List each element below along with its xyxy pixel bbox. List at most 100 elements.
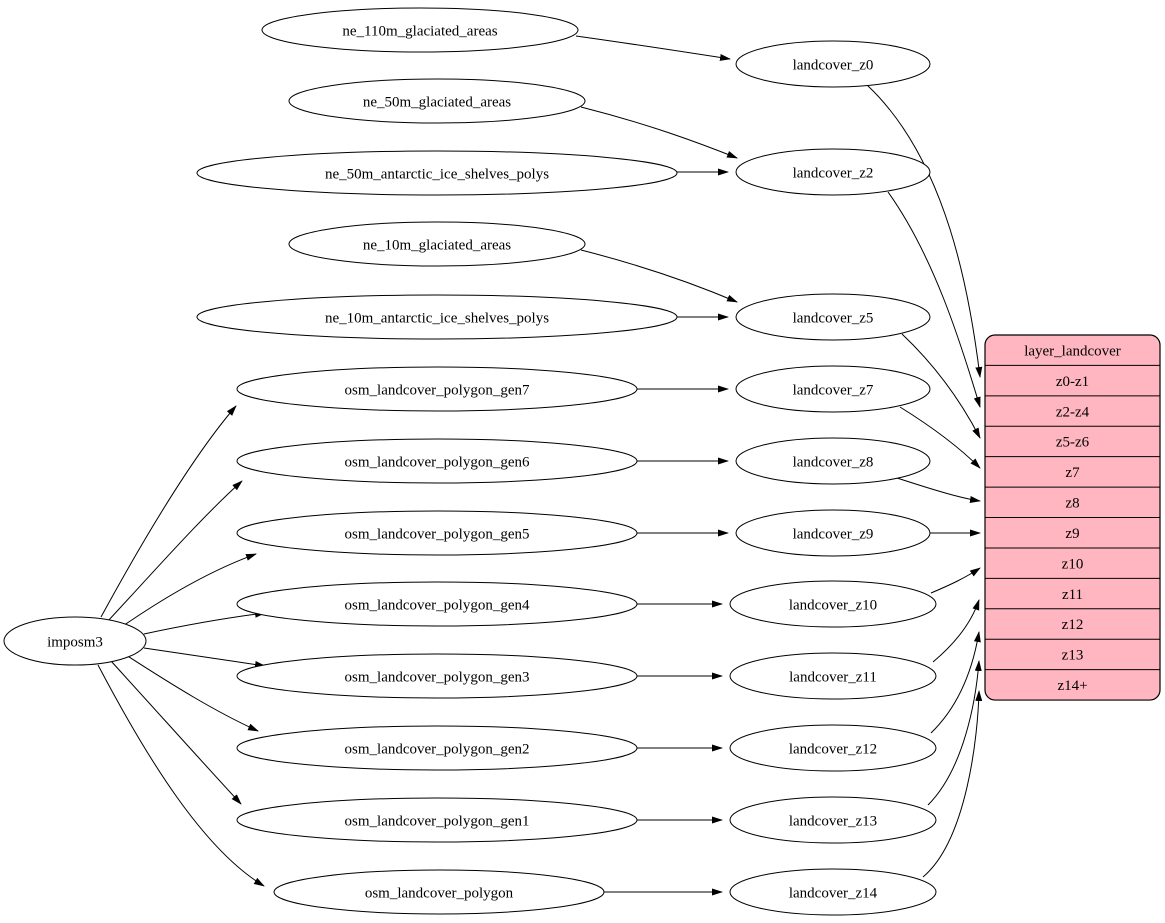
edge-landcover_z12-to-row-z12 — [930, 631, 981, 734]
node-osm_landcover_polygon_gen5: osm_landcover_polygon_gen5 — [236, 510, 638, 556]
node-ellipse-ne_50m_glaciated_areas — [288, 78, 586, 124]
node-ellipse-osm_landcover_polygon_gen6 — [236, 438, 638, 484]
node-label-landcover_z13: landcover_z13 — [789, 813, 877, 829]
node-label-osm_landcover_polygon_gen6: osm_landcover_polygon_gen6 — [345, 454, 530, 470]
node-landcover_z9: landcover_z9 — [735, 509, 931, 557]
table-row-z7: z7 — [1065, 465, 1080, 481]
table-row-z0-z1: z0-z1 — [1056, 374, 1089, 390]
edge-imposm3-to-osm_landcover_polygon_gen7 — [100, 405, 237, 618]
node-osm_landcover_polygon_gen4: osm_landcover_polygon_gen4 — [236, 581, 638, 627]
table-row-z5-z6: z5-z6 — [1056, 435, 1090, 451]
node-label-landcover_z7: landcover_z7 — [793, 382, 874, 398]
edge-imposm3-to-osm_landcover_polygon — [97, 664, 265, 887]
table-row-z14+: z14+ — [1057, 678, 1087, 694]
edge-imposm3-to-osm_landcover_polygon_gen6 — [107, 480, 243, 622]
node-ellipse-landcover_z10 — [729, 580, 937, 628]
node-label-osm_landcover_polygon_gen5: osm_landcover_polygon_gen5 — [345, 526, 530, 542]
node-ellipse-osm_landcover_polygon_gen1 — [236, 797, 638, 843]
node-landcover_z10: landcover_z10 — [729, 580, 937, 628]
node-ellipse-landcover_z0 — [735, 40, 931, 88]
table-row-z11: z11 — [1062, 587, 1083, 603]
node-ellipse-ne_50m_antarctic_ice_shelves_polys — [196, 150, 678, 196]
node-label-ne_50m_glaciated_areas: ne_50m_glaciated_areas — [363, 94, 511, 110]
table-row-z2-z4: z2-z4 — [1056, 404, 1090, 420]
node-ellipse-landcover_z12 — [729, 724, 937, 772]
edge-landcover_z11-to-row-z11 — [932, 599, 980, 663]
node-label-landcover_z0: landcover_z0 — [793, 57, 874, 73]
edge-imposm3-to-osm_landcover_polygon_gen5 — [119, 553, 257, 629]
node-label-landcover_z9: landcover_z9 — [793, 526, 874, 542]
node-label-osm_landcover_polygon_gen1: osm_landcover_polygon_gen1 — [345, 813, 530, 829]
node-osm_landcover_polygon_gen1: osm_landcover_polygon_gen1 — [236, 797, 638, 843]
edge-landcover_z0-to-row-z0-z1 — [866, 84, 983, 378]
edge-ne_50m_glaciated_areas-to-landcover_z2 — [580, 106, 738, 159]
node-label-osm_landcover_polygon_gen3: osm_landcover_polygon_gen3 — [345, 669, 530, 685]
node-landcover_z7: landcover_z7 — [735, 365, 931, 413]
node-ellipse-osm_landcover_polygon_gen3 — [236, 653, 638, 699]
node-label-landcover_z10: landcover_z10 — [789, 597, 877, 613]
node-landcover_z12: landcover_z12 — [729, 724, 937, 772]
node-osm_landcover_polygon_gen6: osm_landcover_polygon_gen6 — [236, 438, 638, 484]
edge-landcover_z13-to-row-z13 — [927, 660, 982, 806]
node-label-osm_landcover_polygon: osm_landcover_polygon — [365, 885, 514, 901]
landcover-layer-table: layer_landcoverz0-z1z2-z4z5-z6z7z8z9z10z… — [984, 334, 1161, 701]
node-ne_10m_glaciated_areas: ne_10m_glaciated_areas — [288, 221, 586, 267]
edge-landcover_z5-to-row-z5-z6 — [901, 333, 981, 439]
node-ellipse-landcover_z5 — [735, 293, 931, 341]
node-ellipse-osm_landcover_polygon — [273, 869, 605, 915]
node-label-osm_landcover_polygon_gen2: osm_landcover_polygon_gen2 — [345, 741, 530, 757]
node-ellipse-landcover_z2 — [735, 148, 931, 196]
edge-imposm3-to-osm_landcover_polygon_gen3 — [143, 647, 266, 668]
node-label-ne_50m_antarctic_ice_shelves_polys: ne_50m_antarctic_ice_shelves_polys — [325, 166, 549, 182]
node-ellipse-osm_landcover_polygon_gen5 — [236, 510, 638, 556]
edge-landcover_z14-to-row-z14+ — [922, 690, 983, 878]
node-ne_50m_glaciated_areas: ne_50m_glaciated_areas — [288, 78, 586, 124]
edge-ne_10m_glaciated_areas-to-landcover_z5 — [580, 249, 738, 303]
node-osm_landcover_polygon: osm_landcover_polygon — [273, 869, 605, 915]
table-row-z13: z13 — [1062, 648, 1084, 664]
node-landcover_z8: landcover_z8 — [735, 437, 931, 485]
node-ellipse-ne_110m_glaciated_areas — [261, 7, 579, 53]
node-ellipse-landcover_z11 — [729, 652, 937, 700]
diagram-edges — [97, 35, 983, 896]
table-row-z9: z9 — [1065, 526, 1079, 542]
node-label-landcover_z11: landcover_z11 — [789, 669, 877, 685]
edge-landcover_z10-to-row-z10 — [930, 567, 981, 594]
node-ne_50m_antarctic_ice_shelves_polys: ne_50m_antarctic_ice_shelves_polys — [196, 150, 678, 196]
node-osm_landcover_polygon_gen2: osm_landcover_polygon_gen2 — [236, 725, 638, 771]
node-ellipse-ne_10m_glaciated_areas — [288, 221, 586, 267]
table-title: layer_landcover — [1024, 343, 1121, 359]
node-ellipse-landcover_z7 — [735, 365, 931, 413]
node-ne_10m_antarctic_ice_shelves_polys: ne_10m_antarctic_ice_shelves_polys — [196, 294, 678, 340]
edge-landcover_z2-to-row-z2-z4 — [887, 191, 981, 408]
node-osm_landcover_polygon_gen3: osm_landcover_polygon_gen3 — [236, 653, 638, 699]
edge-imposm3-to-osm_landcover_polygon_gen1 — [110, 660, 242, 805]
node-label-imposm3: imposm3 — [47, 634, 103, 650]
node-ellipse-landcover_z8 — [735, 437, 931, 485]
node-label-ne_10m_antarctic_ice_shelves_polys: ne_10m_antarctic_ice_shelves_polys — [325, 310, 549, 326]
node-landcover_z14: landcover_z14 — [729, 868, 937, 916]
edge-imposm3-to-osm_landcover_polygon_gen4 — [143, 610, 266, 635]
node-landcover_z2: landcover_z2 — [735, 148, 931, 196]
node-label-osm_landcover_polygon_gen7: osm_landcover_polygon_gen7 — [345, 382, 530, 398]
node-label-landcover_z12: landcover_z12 — [789, 741, 877, 757]
node-ellipse-landcover_z14 — [729, 868, 937, 916]
node-label-osm_landcover_polygon_gen4: osm_landcover_polygon_gen4 — [345, 597, 530, 613]
node-label-landcover_z2: landcover_z2 — [793, 165, 874, 181]
node-imposm3: imposm3 — [3, 616, 147, 666]
table-row-z8: z8 — [1065, 496, 1079, 512]
node-ellipse-landcover_z9 — [735, 509, 931, 557]
node-landcover_z11: landcover_z11 — [729, 652, 937, 700]
node-label-ne_110m_glaciated_areas: ne_110m_glaciated_areas — [342, 23, 497, 39]
edge-imposm3-to-osm_landcover_polygon_gen2 — [125, 654, 259, 732]
diagram-nodes: imposm3 ne_110m_glaciated_areas ne_50m_gla… — [3, 7, 937, 916]
node-ellipse-landcover_z13 — [729, 796, 937, 844]
node-landcover_z13: landcover_z13 — [729, 796, 937, 844]
table-row-z12: z12 — [1062, 617, 1084, 633]
node-label-ne_10m_glaciated_areas: ne_10m_glaciated_areas — [363, 237, 511, 253]
node-landcover_z0: landcover_z0 — [735, 40, 931, 88]
node-ellipse-osm_landcover_polygon_gen4 — [236, 581, 638, 627]
node-label-landcover_z14: landcover_z14 — [789, 885, 878, 901]
